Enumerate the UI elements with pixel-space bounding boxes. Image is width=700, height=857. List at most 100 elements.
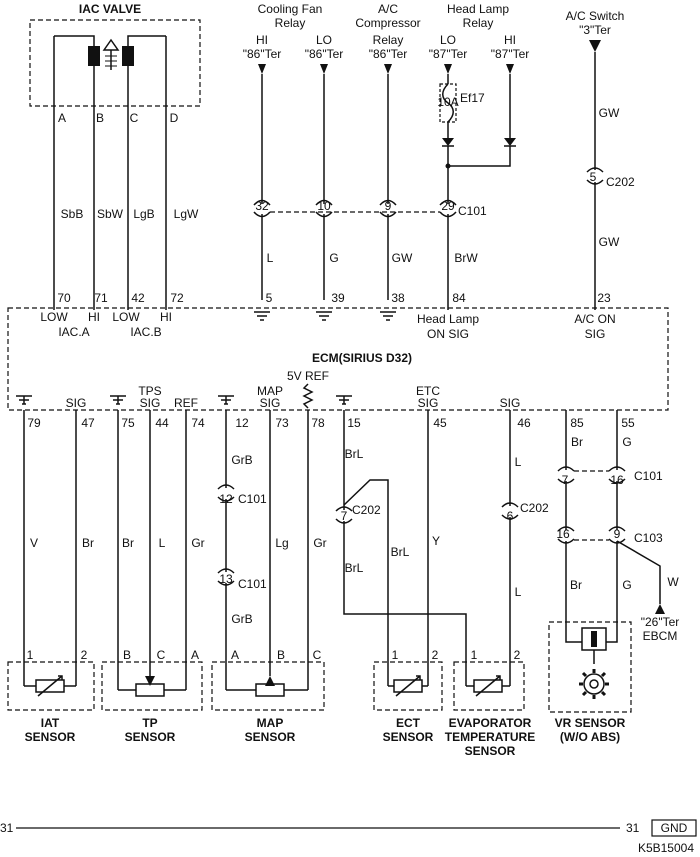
c101-vr-pin-7: 7: [562, 473, 569, 487]
ac-switch-wire: [586, 40, 604, 310]
wire-ebcm-w: W: [667, 575, 679, 589]
ac-switch-title-1: A/C Switch: [566, 9, 625, 23]
tp-pin-a: A: [191, 648, 199, 662]
wire-map-lg: Lg: [275, 536, 288, 550]
ecm-iac-b: IAC.B: [130, 325, 161, 339]
ecm-hi-71: HI: [88, 310, 100, 324]
map-sensor: [211, 661, 325, 711]
evap-title-3: SENSOR: [465, 744, 516, 758]
map-title-2: SENSOR: [245, 730, 296, 744]
c101-mid-label-1: C101: [238, 492, 267, 506]
wire-vr-br-1: Br: [571, 435, 583, 449]
ecm-ref-74: REF: [174, 396, 198, 410]
iat-title-2: SENSOR: [25, 730, 76, 744]
ebcm-name: EBCM: [643, 629, 678, 643]
iac-pin-c: C: [130, 111, 139, 125]
c202-mid-label-2: C202: [520, 501, 549, 515]
wire-iat-br: Br: [82, 536, 94, 550]
ac-comp-title-1: A/C: [378, 2, 398, 16]
ecm-pin-71: 71: [94, 291, 108, 305]
ecm-name: ECM(SIRIUS D32): [312, 351, 412, 365]
iat-pin-1: 1: [27, 648, 34, 662]
wire-ect-y: Y: [432, 534, 440, 548]
evap-sensor: [453, 661, 525, 711]
wire-gw-top: GW: [392, 251, 413, 265]
gnd-label: GND: [661, 821, 688, 835]
ecm-sig-47: SIG: [66, 396, 87, 410]
wire-vr-g-1: G: [622, 435, 631, 449]
tp-sensor: [101, 661, 203, 711]
figure-code: K5B15004: [638, 841, 694, 855]
c103-label: C103: [634, 531, 663, 545]
ecm-iac-a: IAC.A: [58, 325, 89, 339]
iac-wire-sbw: SbW: [97, 207, 124, 221]
ac-comp-title-3: Relay: [373, 33, 404, 47]
pin-44: 44: [155, 416, 169, 430]
ac-switch-wire-gw-2: GW: [599, 235, 620, 249]
cooling-fan-lo: LO: [316, 33, 332, 47]
ecm-pin-5: 5: [266, 291, 273, 305]
wire-vr-g-2: G: [622, 578, 631, 592]
c101-vr-pin-16: 16: [610, 473, 624, 487]
wire-map-gr: Gr: [313, 536, 326, 550]
vr-title-2: (W/O ABS): [560, 730, 620, 744]
ecm-sig-44: SIG: [140, 396, 161, 410]
c202-pin-6: 6: [507, 509, 514, 523]
c101-pin-29: 29: [441, 199, 455, 213]
pin-79: 79: [27, 416, 41, 430]
vr-title-1: VR SENSOR: [555, 716, 626, 730]
ac-comp-ter: "86"Ter: [369, 47, 408, 61]
iac-pin-d: D: [170, 111, 179, 125]
ecm-pin-42: 42: [131, 291, 145, 305]
ect-title-2: SENSOR: [383, 730, 434, 744]
ect-sensor: [373, 661, 443, 711]
ect-pin-1: 1: [392, 648, 399, 662]
c101-pin-12: 12: [219, 492, 233, 506]
ecm-head-lamp-1: Head Lamp: [417, 312, 479, 326]
c101-pin-13: 13: [219, 572, 233, 586]
cooling-fan-lo-ter: "86"Ter: [305, 47, 344, 61]
pin-75: 75: [121, 416, 135, 430]
pin-73: 73: [275, 416, 289, 430]
relay-wires: [258, 64, 516, 204]
ecm-low-70: LOW: [40, 310, 68, 324]
ecm-ac-on-1: A/C ON: [574, 312, 615, 326]
evap-title-2: TEMPERATURE: [445, 730, 535, 744]
c202-pin-7: 7: [341, 509, 348, 523]
head-lamp-lo: LO: [440, 33, 456, 47]
wire-map-grb-2: GrB: [231, 612, 252, 626]
ebcm-ter: "26"Ter: [641, 615, 680, 629]
ac-switch-wire-gw-1: GW: [599, 106, 620, 120]
wire-tp-br: Br: [122, 536, 134, 550]
vr-sensor: [548, 621, 632, 713]
ect-pin-2: 2: [432, 648, 439, 662]
wire-g-top: G: [329, 251, 338, 265]
ecm-pin-72: 72: [170, 291, 184, 305]
iac-valve-title: IAC VALVE: [79, 2, 141, 16]
wire-l-top: L: [267, 251, 274, 265]
cooling-fan-hi-ter: "86"Ter: [243, 47, 282, 61]
footer-right-page: 31: [626, 821, 640, 835]
tp-pin-b: B: [123, 648, 131, 662]
map-title-1: MAP: [257, 716, 284, 730]
ecm-5v-ref: 5V REF: [287, 369, 329, 383]
wire-tp-l: L: [159, 536, 166, 550]
iac-wire-lgb: LgB: [133, 207, 154, 221]
pin-78: 78: [311, 416, 325, 430]
ecm-pin-23: 23: [597, 291, 611, 305]
ecm-pin-38: 38: [391, 291, 405, 305]
head-lamp-hi: HI: [504, 33, 516, 47]
c101-pin-32: 32: [255, 199, 269, 213]
pin-55: 55: [621, 416, 635, 430]
tp-title-2: SENSOR: [125, 730, 176, 744]
head-lamp-title-2: Relay: [463, 16, 494, 30]
c103-pin-16: 16: [556, 527, 570, 541]
ecm-tps: TPS: [138, 384, 161, 398]
pin-45: 45: [433, 416, 447, 430]
wire-evap-brl: BrL: [345, 561, 364, 575]
tp-title-1: TP: [142, 716, 157, 730]
pin-15: 15: [347, 416, 361, 430]
ecm-internal-grounds: [16, 383, 352, 409]
evap-pin-2: 2: [514, 648, 521, 662]
ecm-pin-70: 70: [57, 291, 71, 305]
